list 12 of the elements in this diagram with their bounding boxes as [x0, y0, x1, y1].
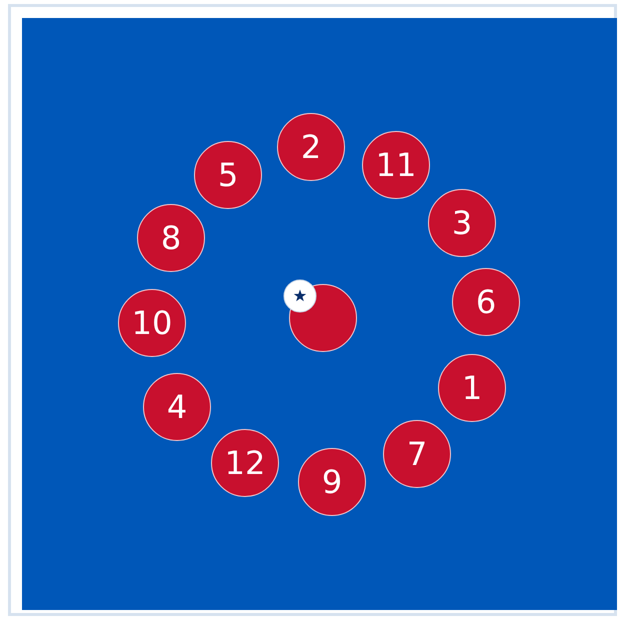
- circle-number: 11: [376, 149, 416, 181]
- circle-number: 8: [160, 222, 182, 254]
- circle-number: 7: [406, 438, 428, 470]
- circle-number: 4: [166, 391, 188, 423]
- circle-number: 2: [300, 131, 322, 163]
- circle-number: 5: [218, 159, 238, 191]
- circle-number: 3: [452, 207, 472, 239]
- circle-number: 12: [224, 447, 266, 479]
- circle-number: 10: [132, 307, 172, 339]
- circle-number: 1: [462, 372, 482, 404]
- circle-number: 9: [322, 466, 342, 498]
- circle-number: 6: [476, 286, 496, 318]
